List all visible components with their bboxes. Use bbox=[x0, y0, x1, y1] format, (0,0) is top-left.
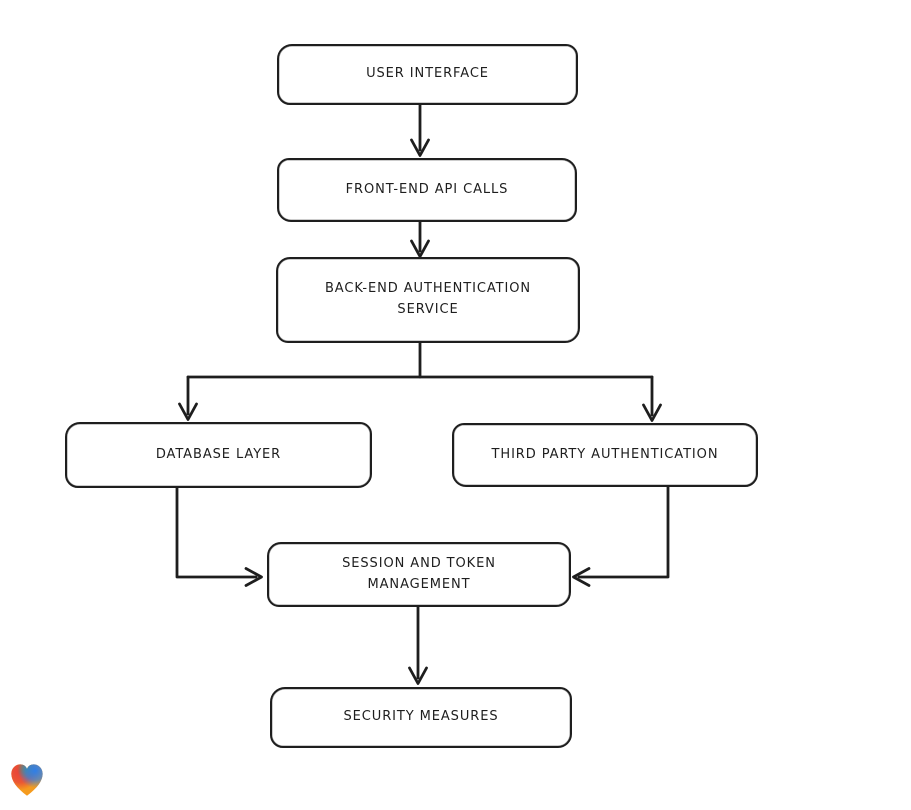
node-session-and-token-management: SESSION AND TOKEN MANAGEMENT bbox=[267, 542, 571, 607]
arrow-database-to-session bbox=[175, 486, 263, 587]
arrow-session-to-security bbox=[408, 605, 428, 685]
arrow-backend-split bbox=[178, 341, 662, 422]
node-back-end-authentication-service: BACK-END AUTHENTICATION SERVICE bbox=[276, 257, 580, 343]
node-user-interface: USER INTERFACE bbox=[277, 44, 578, 105]
node-third-party-authentication: THIRD PARTY AUTHENTICATION bbox=[452, 423, 758, 487]
node-security-measures: SECURITY MEASURES bbox=[270, 687, 572, 748]
arrow-thirdparty-to-session bbox=[572, 485, 670, 587]
arrow-frontend-to-backend bbox=[410, 220, 430, 258]
arrow-ui-to-frontend bbox=[410, 103, 430, 157]
node-front-end-api-calls: FRONT-END API CALLS bbox=[277, 158, 577, 222]
gradient-heart-logo bbox=[11, 764, 43, 796]
node-database-layer: DATABASE LAYER bbox=[65, 422, 372, 488]
